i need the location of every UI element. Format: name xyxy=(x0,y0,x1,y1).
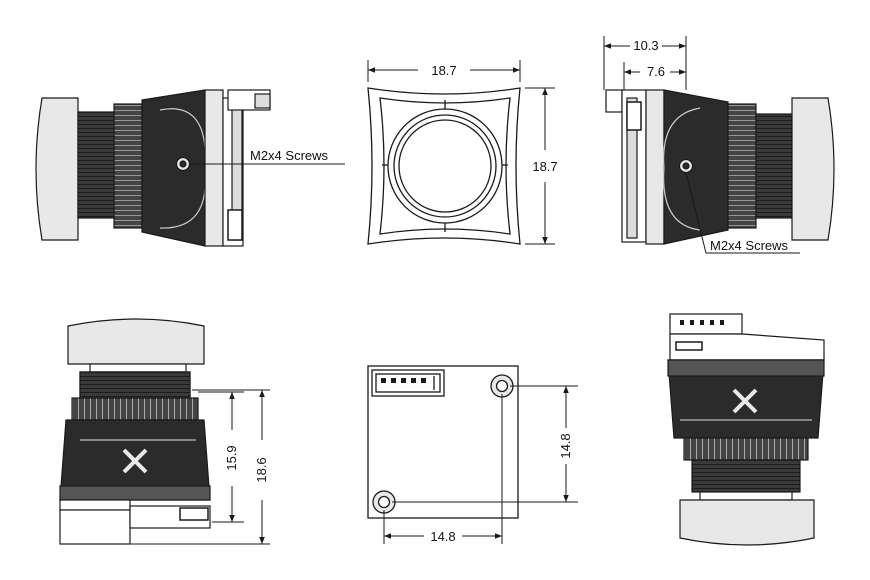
front-width-dim: 18.7 xyxy=(431,63,456,78)
hole-spacing-horizontal-dim: 14.8 xyxy=(430,529,455,544)
lens-thread-bottom xyxy=(691,459,801,493)
focus-ring-bottom xyxy=(683,437,809,461)
inner-height-dim: 15.9 xyxy=(224,445,239,470)
connector-pins xyxy=(381,378,426,383)
screw-label-right: M2x4 Screws xyxy=(710,238,789,253)
lens-cap-top xyxy=(67,318,205,365)
camera-body xyxy=(141,89,206,247)
lens-thread-right xyxy=(755,113,793,219)
lens-dome-right xyxy=(791,97,835,241)
lens-glass xyxy=(398,119,492,213)
side-view-right xyxy=(603,36,835,254)
lens-thread xyxy=(77,111,115,219)
side-view-left xyxy=(35,89,345,247)
overall-depth-dim: 10.3 xyxy=(633,38,658,53)
front-height-dim: 18.7 xyxy=(532,159,557,174)
logo-mark-top xyxy=(122,448,148,474)
focus-ring-right xyxy=(727,103,757,229)
focus-ring-top xyxy=(71,397,199,421)
camera-body-right xyxy=(663,89,729,245)
back-view xyxy=(367,365,578,544)
hole-spacing-vertical-dim: 14.8 xyxy=(558,433,573,458)
overall-height-dim: 18.6 xyxy=(254,457,269,482)
front-view xyxy=(367,60,555,245)
focus-ring xyxy=(113,103,143,229)
bottom-view xyxy=(667,313,825,546)
lens-dome xyxy=(35,97,79,241)
top-view xyxy=(59,318,270,545)
lens-cap-bottom xyxy=(679,499,815,546)
screw-label-left: M2x4 Screws xyxy=(250,148,329,163)
logo-mark-bottom xyxy=(732,388,758,414)
lens-outer-ring xyxy=(387,108,503,224)
mount-bracket xyxy=(204,89,224,247)
body-depth-dim: 7.6 xyxy=(647,64,665,79)
